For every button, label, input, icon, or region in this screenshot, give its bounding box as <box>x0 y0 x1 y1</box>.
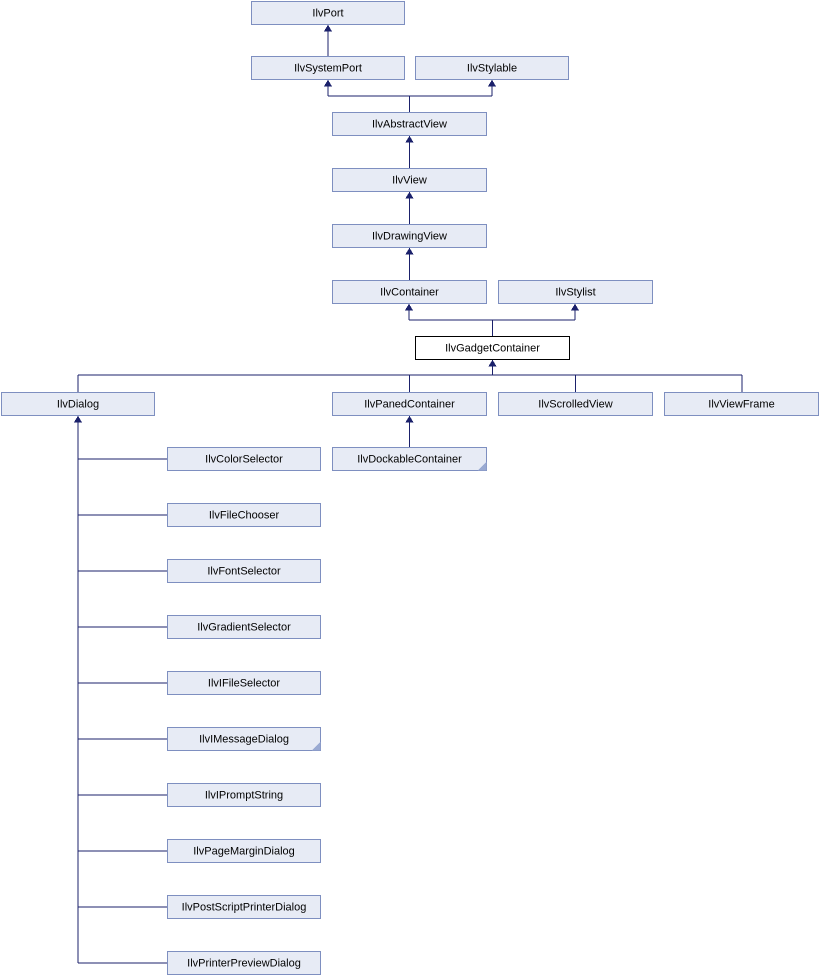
class-node-label: IlvDrawingView <box>372 230 447 242</box>
class-node-box <box>167 783 321 807</box>
class-node-label: IlvAbstractView <box>372 118 447 130</box>
arrow-ilvgadgetcontainer-to-ilvcontainer <box>404 304 414 311</box>
class-node-label: IlvGradientSelector <box>197 621 291 633</box>
class-node-label: IlvPostScriptPrinterDialog <box>182 901 307 913</box>
class-node-ilvfontselector[interactable]: IlvFontSelector <box>167 559 321 583</box>
class-node-label: IlvIFileSelector <box>208 677 280 689</box>
class-node-ilvsystemport[interactable]: IlvSystemPort <box>251 56 405 80</box>
class-node-ilvstylist[interactable]: IlvStylist <box>498 280 653 304</box>
folded-corner-icon <box>311 741 321 751</box>
class-node-ilvpagemargindialog[interactable]: IlvPageMarginDialog <box>167 839 321 863</box>
class-node-box <box>498 392 653 416</box>
class-node-box <box>332 224 487 248</box>
class-node-ilvview[interactable]: IlvView <box>332 168 487 192</box>
edges-layer <box>73 25 743 964</box>
arrow-ilvabstractview-to-ilvstylable <box>487 80 497 87</box>
class-node-label: IlvPort <box>312 7 343 19</box>
class-node-ilvdockablecontainer[interactable]: IlvDockableContainer <box>332 447 487 471</box>
class-node-box <box>167 559 321 583</box>
class-node-box <box>167 839 321 863</box>
class-node-label: IlvStylable <box>467 62 517 74</box>
arrow-ilvabstractview-to-ilvsystemport <box>323 80 333 87</box>
arrow-ilvgadgetcontainer-to-ilvstylist <box>570 304 580 311</box>
class-node-label: IlvIPromptString <box>205 789 283 801</box>
class-node-label: IlvFileChooser <box>209 509 280 521</box>
class-node-label: IlvPageMarginDialog <box>193 845 295 857</box>
arrow-subclasses-to-ilvdialog <box>73 416 83 423</box>
class-node-box <box>167 447 321 471</box>
class-node-box <box>415 336 570 360</box>
class-node-label: IlvSystemPort <box>294 62 362 74</box>
class-node-box <box>1 392 155 416</box>
class-node-ilvgadgetcontainer[interactable]: IlvGadgetContainer <box>415 336 570 360</box>
class-node-box <box>332 392 487 416</box>
class-node-ilvgradientselector[interactable]: IlvGradientSelector <box>167 615 321 639</box>
class-node-ilvscrolledview[interactable]: IlvScrolledView <box>498 392 653 416</box>
class-node-ilvabstractview[interactable]: IlvAbstractView <box>332 112 487 136</box>
class-node-ilvfilechooser[interactable]: IlvFileChooser <box>167 503 321 527</box>
class-node-box <box>332 168 487 192</box>
class-node-ilvimessagedialog[interactable]: IlvIMessageDialog <box>167 727 321 751</box>
class-node-label: IlvPanedContainer <box>364 398 455 410</box>
folded-corner-icon <box>477 461 487 471</box>
class-node-ilvpostscriptprinterdialog[interactable]: IlvPostScriptPrinterDialog <box>167 895 321 919</box>
class-node-label: IlvGadgetContainer <box>445 342 540 354</box>
arrow-ilvview-to-ilvabstractview <box>405 136 414 143</box>
class-node-label: IlvColorSelector <box>205 453 283 465</box>
arrow-ilvcontainer-to-ilvdrawingview <box>405 248 414 255</box>
class-node-ilvcontainer[interactable]: IlvContainer <box>332 280 487 304</box>
arrow-subclasses-to-ilvgadgetcontainer <box>488 360 497 367</box>
class-node-ilvstylable[interactable]: IlvStylable <box>415 56 569 80</box>
class-node-label: IlvDialog <box>57 398 99 410</box>
class-node-label: IlvIMessageDialog <box>199 733 289 745</box>
class-node-box <box>332 447 487 471</box>
class-node-box <box>167 895 321 919</box>
class-node-box <box>167 503 321 527</box>
class-node-box <box>251 56 405 80</box>
class-node-box <box>332 112 487 136</box>
class-node-label: IlvScrolledView <box>538 398 612 410</box>
class-node-box <box>664 392 819 416</box>
class-node-box <box>415 56 569 80</box>
class-node-ilvcolorselector[interactable]: IlvColorSelector <box>167 447 321 471</box>
class-node-box <box>251 1 405 25</box>
class-node-box <box>167 671 321 695</box>
class-node-label: IlvViewFrame <box>708 398 774 410</box>
arrow-ilvdrawingview-to-ilvview <box>405 192 414 199</box>
class-node-box <box>498 280 653 304</box>
class-node-label: IlvFontSelector <box>207 565 281 577</box>
class-node-ilvipromptstring[interactable]: IlvIPromptString <box>167 783 321 807</box>
class-node-box <box>167 727 321 751</box>
class-node-ilvprinterpreviewdialog[interactable]: IlvPrinterPreviewDialog <box>167 951 321 975</box>
class-node-box <box>332 280 487 304</box>
class-node-ilvpanedcontainer[interactable]: IlvPanedContainer <box>332 392 487 416</box>
class-node-label: IlvView <box>392 174 427 186</box>
class-node-label: IlvDockableContainer <box>357 453 462 465</box>
class-node-box <box>167 951 321 975</box>
class-node-label: IlvPrinterPreviewDialog <box>187 957 301 969</box>
class-node-ilvifileselector[interactable]: IlvIFileSelector <box>167 671 321 695</box>
class-node-ilvdialog[interactable]: IlvDialog <box>1 392 155 416</box>
class-node-label: IlvContainer <box>380 286 439 298</box>
class-node-ilvviewframe[interactable]: IlvViewFrame <box>664 392 819 416</box>
class-node-box <box>167 615 321 639</box>
class-node-label: IlvStylist <box>555 286 595 298</box>
class-node-ilvdrawingview[interactable]: IlvDrawingView <box>332 224 487 248</box>
arrow-ilvsystemport-to-ilvport <box>323 25 333 32</box>
class-node-ilvport[interactable]: IlvPort <box>251 1 405 25</box>
arrow-ilvdockablecontainer-to-ilvpanedcontainer <box>405 416 414 423</box>
